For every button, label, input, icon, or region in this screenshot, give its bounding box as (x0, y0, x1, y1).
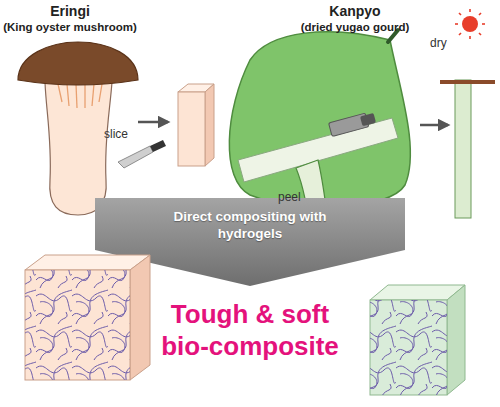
peeler (329, 111, 377, 136)
arrow-shape (95, 198, 405, 286)
result-title: Tough & soft bio-composite (150, 298, 350, 362)
annotation-label: Eringi (20, 3, 120, 20)
annotation-label: Kanpyo (305, 3, 405, 20)
sun-ray (455, 23, 458, 25)
composite-front (25, 270, 130, 380)
composite-side (130, 255, 150, 380)
process-text: Direct compositing with hydrogels (150, 208, 350, 242)
annotation-label: peel (278, 190, 318, 205)
knife-blade (118, 146, 153, 168)
mushroom-stem (45, 82, 112, 215)
drying-rod (440, 80, 495, 84)
annotation-label: (dried yugao gourd) (288, 20, 422, 34)
gill-line (67, 84, 69, 106)
sun-ray (469, 36, 471, 39)
sun-ray (479, 13, 481, 15)
sun (462, 16, 478, 32)
hydrogel-network (25, 270, 130, 380)
composite-top (25, 255, 150, 270)
process-arrow (420, 124, 448, 127)
sun-ray (479, 33, 481, 35)
hydrogel-network (370, 300, 447, 395)
sun-ray (459, 13, 461, 15)
mushroom-cap (18, 42, 138, 85)
peeler-handle (360, 113, 376, 126)
composite-side (447, 285, 465, 395)
gill-line (99, 84, 102, 102)
drying-strip (455, 80, 471, 218)
annotation-label: dry (430, 36, 460, 51)
gill-line (84, 84, 85, 108)
annotation-label: (King oyster mushroom) (0, 20, 140, 34)
annotation-label: slice (104, 127, 144, 142)
sun-ray (482, 23, 485, 25)
knife-handle (150, 140, 166, 152)
block-side (205, 84, 214, 166)
sun-rays (455, 9, 485, 39)
gill-line (92, 84, 94, 106)
process-arrow (138, 121, 168, 124)
mushroom-gills (58, 84, 102, 108)
gill-line (76, 84, 77, 108)
block-front (178, 92, 205, 166)
sun-ray (469, 9, 471, 12)
sun-ray (459, 33, 461, 35)
composite-front (370, 300, 447, 395)
gill-line (58, 84, 62, 102)
